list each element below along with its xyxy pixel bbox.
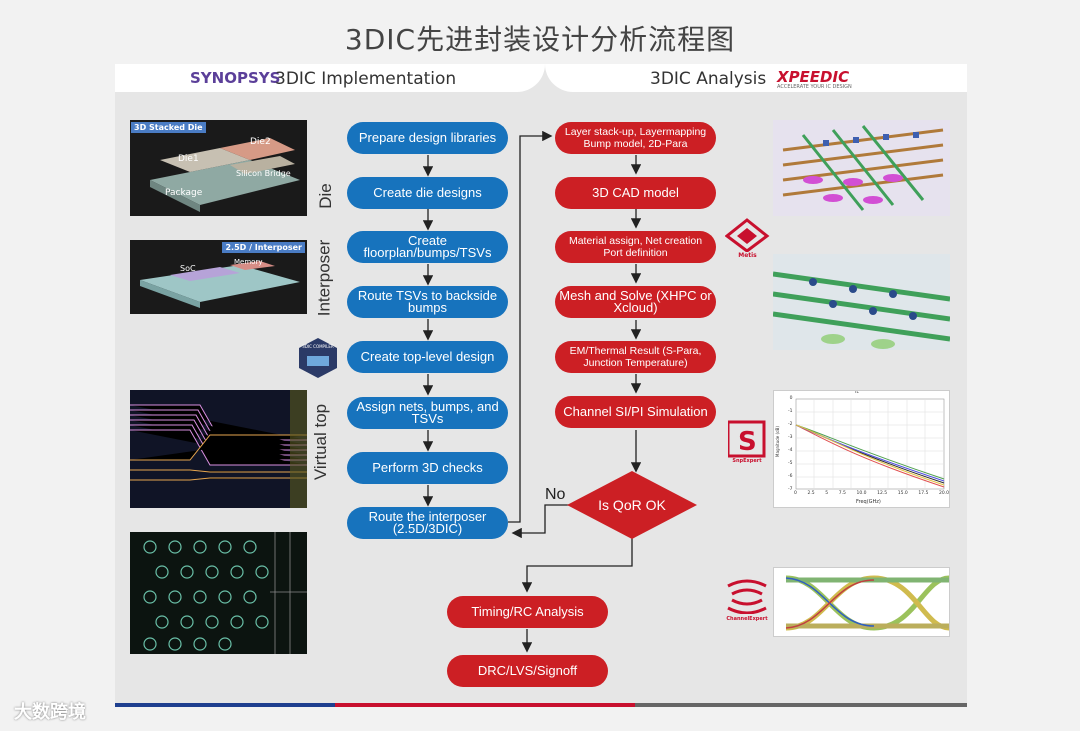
snpexpert-logo: S SnpExpert xyxy=(728,420,766,466)
arrow-to-analysis xyxy=(508,136,550,522)
step-em-thermal: EM/Thermal Result (S-Para, Junction Temp… xyxy=(555,341,716,373)
arrow-no xyxy=(514,505,575,533)
xtick: 12.5 xyxy=(877,491,887,496)
snpexpert-label: SnpExpert xyxy=(728,458,766,464)
step-floorplan: Create floorplan/bumps/TSVs xyxy=(347,231,508,263)
step-route-interposer: Route the interposer (2.5D/3DIC) xyxy=(347,507,508,539)
step-layer-stackup: Layer stack-up, Layermapping Bump model,… xyxy=(555,122,716,154)
xtick: 17.5 xyxy=(918,491,928,496)
step-drc-lvs: DRC/LVS/Signoff xyxy=(447,655,608,687)
img1-label-package: Package xyxy=(165,188,202,198)
step-create-die: Create die designs xyxy=(347,177,508,209)
plot-xticks: 0 2.5 5 7.5 10.0 12.5 15.0 17.5 20.0 xyxy=(794,491,949,496)
plot-yticks: 0 -1 -2 -3 -4 -5 -6 -7 xyxy=(788,396,793,492)
metis-label: Metis xyxy=(725,252,770,259)
xtick: 5 xyxy=(825,491,828,496)
ytick: -5 xyxy=(788,461,793,466)
image-3d-stacked-die: 3D Stacked Die Die1 Die2 Package Silicon… xyxy=(130,120,307,216)
s-param-plot: TL Freq(GHz) Magnitude (dB) 0 2.5 5 7.5 10.0… xyxy=(773,390,950,508)
image-bump-layout xyxy=(130,532,307,654)
plot-title: TL xyxy=(854,390,859,394)
img1-label-die2: Die2 xyxy=(250,137,271,147)
watermark: 大数跨境 xyxy=(14,698,86,724)
plot-ylabel: Magnitude (dB) xyxy=(775,426,780,457)
label-interposer: Interposer xyxy=(314,240,334,317)
ytick: -2 xyxy=(788,422,793,427)
step-mesh-solve: Mesh and Solve (XHPC or Xcloud) xyxy=(555,286,716,318)
step-route-tsvs: Route TSVs to backside bumps xyxy=(347,286,508,318)
step-top-level: Create top-level design xyxy=(347,341,508,373)
img1-label-die1: Die1 xyxy=(178,154,199,164)
xtick: 2.5 xyxy=(807,491,814,496)
xtick: 10.0 xyxy=(856,491,866,496)
img1-title: 3D Stacked Die xyxy=(131,122,206,133)
ytick: -4 xyxy=(788,448,793,453)
step-channel-si: Channel SI/PI Simulation xyxy=(555,396,716,428)
svg-text:S: S xyxy=(738,427,757,457)
ytick: -1 xyxy=(788,409,793,414)
xtick: 7.5 xyxy=(839,491,846,496)
no-label: No xyxy=(545,486,565,504)
xtick: 0 xyxy=(794,491,797,496)
image-routing xyxy=(130,390,307,508)
metis-logo: Metis xyxy=(725,218,770,260)
step-timing-rc: Timing/RC Analysis xyxy=(447,596,608,628)
step-assign-nets: Assign nets, bumps, and TSVs xyxy=(347,397,508,429)
bottom-line-red xyxy=(335,703,635,707)
step-3d-cad: 3D CAD model xyxy=(555,177,716,209)
channelexpert-logo: ChannelExpert xyxy=(724,578,770,624)
step-material-assign: Material assign, Net creation Port defin… xyxy=(555,231,716,263)
image-3d-cad-grid xyxy=(773,120,950,216)
xtick: 15.0 xyxy=(898,491,908,496)
ytick: -7 xyxy=(788,487,793,492)
arrow-yes xyxy=(527,538,632,590)
eye-diagram xyxy=(773,567,950,637)
img2-label-soc: SoC xyxy=(180,264,196,273)
ytick: -3 xyxy=(788,435,793,440)
3dic-compiler-badge: 3DIC COMPILER xyxy=(297,338,339,378)
img1-label-bridge: Silicon Bridge xyxy=(236,169,291,178)
ytick: -6 xyxy=(788,474,793,479)
step-prepare-libraries: Prepare design libraries xyxy=(347,122,508,154)
ytick: 0 xyxy=(788,396,793,401)
image-interposer: 2.5D / Interposer SoC Memory xyxy=(130,240,307,314)
image-3d-cad-traces xyxy=(773,254,950,350)
channelexpert-label: ChannelExpert xyxy=(724,616,770,622)
decision-label: Is QoR OK xyxy=(590,497,674,513)
badge-text: 3DIC COMPILER xyxy=(297,344,339,349)
step-3d-checks: Perform 3D checks xyxy=(347,452,508,484)
img2-title: 2.5D / Interposer xyxy=(222,242,305,253)
label-die: Die xyxy=(316,183,336,209)
xtick: 20.0 xyxy=(939,491,949,496)
bottom-line-gray xyxy=(635,703,967,707)
bottom-line-blue xyxy=(115,703,335,707)
label-virtual-top: Virtual top xyxy=(311,404,331,480)
img2-label-memory: Memory xyxy=(234,258,262,266)
plot-xlabel: Freq(GHz) xyxy=(856,499,881,505)
